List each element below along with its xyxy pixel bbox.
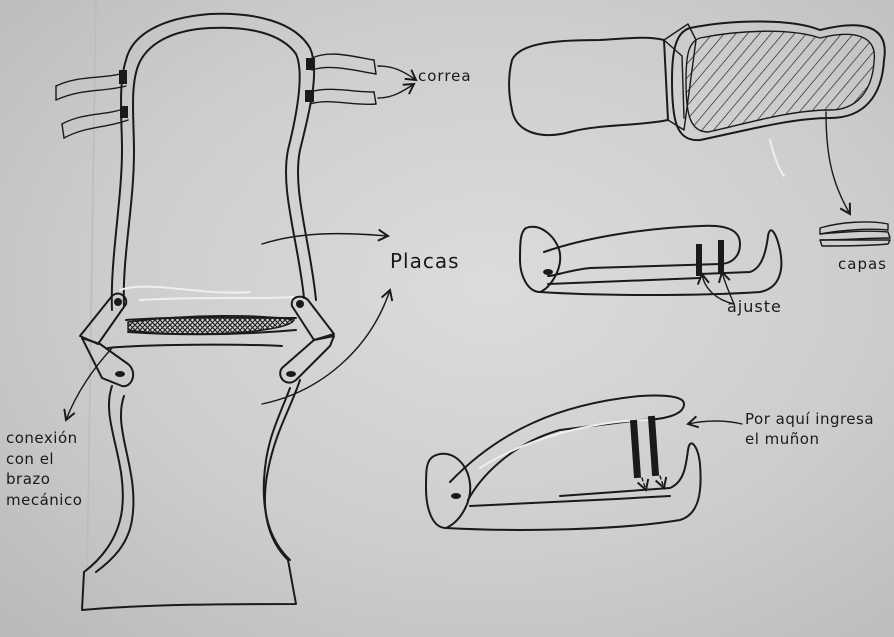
hinge-joint — [80, 294, 334, 387]
label-capas: capas — [838, 257, 887, 273]
upper-shell — [112, 14, 316, 310]
strap-right — [305, 54, 376, 104]
capas-layers — [820, 112, 890, 246]
correa-arrows — [378, 66, 416, 98]
lower-shell — [82, 345, 300, 610]
label-ingresa: Por aquí ingresa el muñon — [745, 410, 874, 449]
strap-left — [56, 70, 128, 138]
label-placas: Placas — [390, 251, 460, 272]
side-view-bottom — [426, 395, 742, 529]
side-view-middle — [520, 226, 781, 304]
label-conexion: conexión con el brazo mecánico — [6, 428, 82, 511]
label-correa: correa — [418, 69, 472, 85]
label-ajuste: ajuste — [727, 299, 782, 316]
